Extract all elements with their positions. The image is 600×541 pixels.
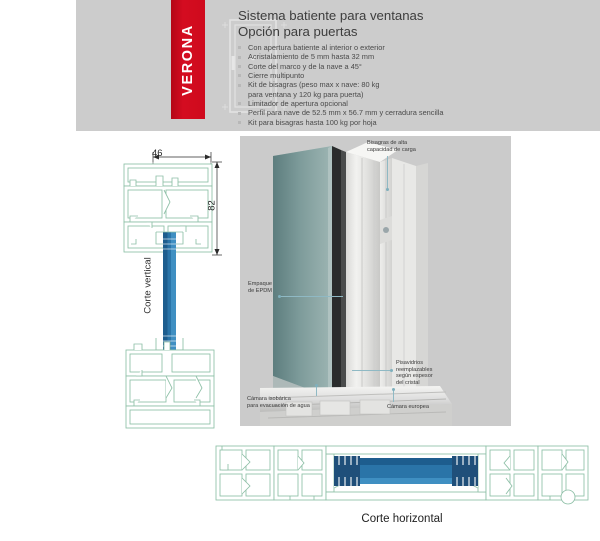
- bullet-icon: [238, 102, 241, 106]
- bullet-icon: [238, 83, 241, 87]
- title-line-2: Opción para puertas: [238, 23, 358, 39]
- title-line-1: Sistema batiente para ventanas: [238, 8, 424, 23]
- bullet-icon: [238, 111, 241, 115]
- window-thumbnail-icon: [216, 12, 296, 120]
- dimension-width-label: 46: [152, 147, 163, 158]
- callout-camara-isobarica: Cámara isobárica para evacuación de agua: [247, 396, 310, 409]
- leader-line-bisagras: [387, 156, 388, 190]
- feature-text: Corte del marco y de la nave a 45°: [248, 61, 362, 71]
- feature-item: Kit para bisagras hasta 100 kg por hoja: [238, 118, 588, 127]
- header-band: VERONA: [76, 0, 600, 131]
- bullet-icon: [238, 46, 241, 50]
- bullet-icon: [238, 55, 241, 59]
- callout-pisavidrios-line-2: reemplazables: [396, 366, 433, 373]
- leader-dot-empaque: [278, 295, 281, 298]
- feature-text: Con apertura batiente al interior o exte…: [248, 43, 385, 52]
- bullet-icon: [238, 121, 241, 125]
- feature-text: Kit de bisagras (peso max x nave: 80 kg: [248, 80, 380, 90]
- feature-text: Acristalamiento de 5 mm hasta 32 mm: [248, 52, 375, 62]
- feature-list: Con apertura batiente al interior o exte…: [238, 43, 588, 127]
- callout-empaque-epdm: Empaque de EPDM: [248, 281, 272, 294]
- callout-bisagras-line-2: capacidad de carga: [367, 146, 416, 153]
- feature-item: Corte del marco y de la nave a 45°: [238, 62, 588, 71]
- leader-line-camara-iso: [316, 386, 317, 396]
- callout-empaque-line-2: de EPDM: [248, 287, 272, 294]
- feature-text: Cierre multipunto: [248, 71, 305, 81]
- product-photo-panel: [240, 136, 511, 426]
- feature-text: Kit para bisagras hasta 100 kg por hoja: [248, 117, 377, 127]
- callout-pisavidrios-line-4: del cristal: [396, 379, 420, 386]
- feature-text: Limitador de apertura opcional: [248, 99, 348, 109]
- brand-name: VERONA: [180, 23, 196, 96]
- callout-pisavidrios-line-1: Pisavidrios: [396, 360, 424, 366]
- leader-dot-bisagras: [386, 188, 389, 191]
- leader-line-camara-europea: [393, 390, 394, 402]
- callout-camara-iso-line-1: Cámara isobárica: [247, 396, 291, 402]
- horizontal-section-drawing: [212, 440, 592, 512]
- bullet-icon: [238, 65, 241, 69]
- leader-dot-camara-iso: [315, 384, 318, 387]
- callout-camara-iso-line-2: para evacuación de agua: [247, 402, 310, 409]
- callout-pisavidrios: Pisavidrios reemplazables según espesor …: [396, 360, 433, 386]
- vertical-section-drawing: [100, 140, 240, 440]
- feature-item: Cierre multipunto: [238, 71, 588, 80]
- leader-line-empaque: [281, 296, 343, 297]
- feature-item: Limitador de apertura opcional: [238, 99, 588, 108]
- callout-bisagras-line-1: Bisagras de alta: [367, 140, 408, 146]
- leader-dot-pisavidrios: [390, 369, 393, 372]
- feature-text: Perfil para nave de 52.5 mm x 56.7 mm y …: [248, 108, 444, 118]
- leader-line-pisavidrios: [352, 370, 392, 371]
- dimension-height-label: 82: [205, 200, 217, 211]
- vertical-section-label: Corte vertical: [142, 257, 154, 314]
- feature-item: Perfil para nave de 52.5 mm x 56.7 mm y …: [238, 108, 588, 117]
- callout-camara-europea: Cámara europea: [387, 404, 429, 411]
- bullet-icon: [238, 74, 241, 78]
- callout-bisagras: Bisagras de alta capacidad de carga: [367, 140, 416, 153]
- callout-empaque-line-1: Empaque: [248, 281, 272, 287]
- callout-camara-europea-text: Cámara europea: [387, 404, 429, 410]
- horizontal-section-label: Corte horizontal: [361, 513, 443, 525]
- feature-item: Acristalamiento de 5 mm hasta 32 mm: [238, 52, 588, 61]
- brand-banner: VERONA: [171, 0, 205, 119]
- feature-item-continuation: para ventana y 120 kg para puerta): [238, 90, 588, 99]
- callout-pisavidrios-line-3: según espesor: [396, 373, 433, 380]
- feature-item: Con apertura batiente al interior o exte…: [238, 43, 588, 52]
- leader-dot-camara-europea: [392, 388, 395, 391]
- feature-text: para ventana y 120 kg para puerta): [248, 89, 364, 99]
- feature-item: Kit de bisagras (peso max x nave: 80 kg: [238, 80, 588, 89]
- page-title: Sistema batiente para ventanas Opción pa…: [238, 8, 538, 39]
